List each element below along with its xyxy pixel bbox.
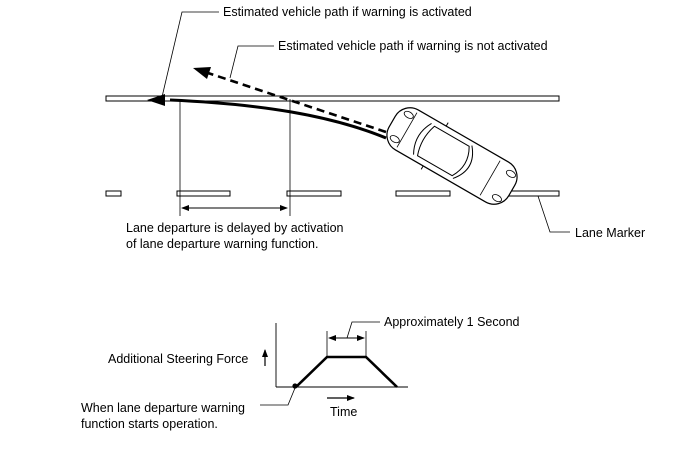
label-delay-line2: of lane departure warning function. — [126, 237, 319, 251]
lane-marker-dash — [176, 190, 231, 197]
leader-line-activated — [161, 11, 219, 98]
car-illustration — [386, 107, 518, 205]
operation-start-point — [292, 383, 298, 389]
label-steering-force-axis: Additional Steering Force — [108, 352, 248, 366]
leader-line-not-activated — [229, 45, 274, 79]
lane-marker-dashes — [105, 190, 560, 197]
label-operation-start-line1: When lane departure warning — [81, 401, 245, 415]
label-operation-start-line2: function starts operation. — [81, 417, 218, 431]
path-warning-not-activated — [207, 71, 387, 134]
steering-force-graph — [260, 321, 408, 406]
label-delay-line1: Lane departure is delayed by activation — [126, 221, 344, 235]
lane-marker-dash — [504, 190, 560, 197]
label-time-axis: Time — [330, 405, 357, 419]
road-edge-line — [105, 95, 560, 102]
leader-line-lane-marker — [537, 195, 570, 233]
path-warning-activated-arrowhead — [147, 94, 165, 106]
path-warning-activated — [169, 98, 387, 140]
leader-line-duration — [346, 321, 380, 339]
label-path-warning-activated: Estimated vehicle path if warning is act… — [223, 5, 472, 19]
lane-marker-dash — [105, 190, 122, 197]
path-warning-not-activated-arrowhead — [193, 67, 211, 79]
label-path-warning-not-activated: Estimated vehicle path if warning is not… — [278, 39, 548, 53]
lane-marker-dash — [395, 190, 451, 197]
label-lane-marker: Lane Marker — [575, 226, 645, 240]
leader-line-operation-start — [260, 387, 296, 406]
label-approx-duration: Approximately 1 Second — [384, 315, 520, 329]
lane-marker-dash — [286, 190, 342, 197]
steering-force-curve — [295, 355, 398, 388]
